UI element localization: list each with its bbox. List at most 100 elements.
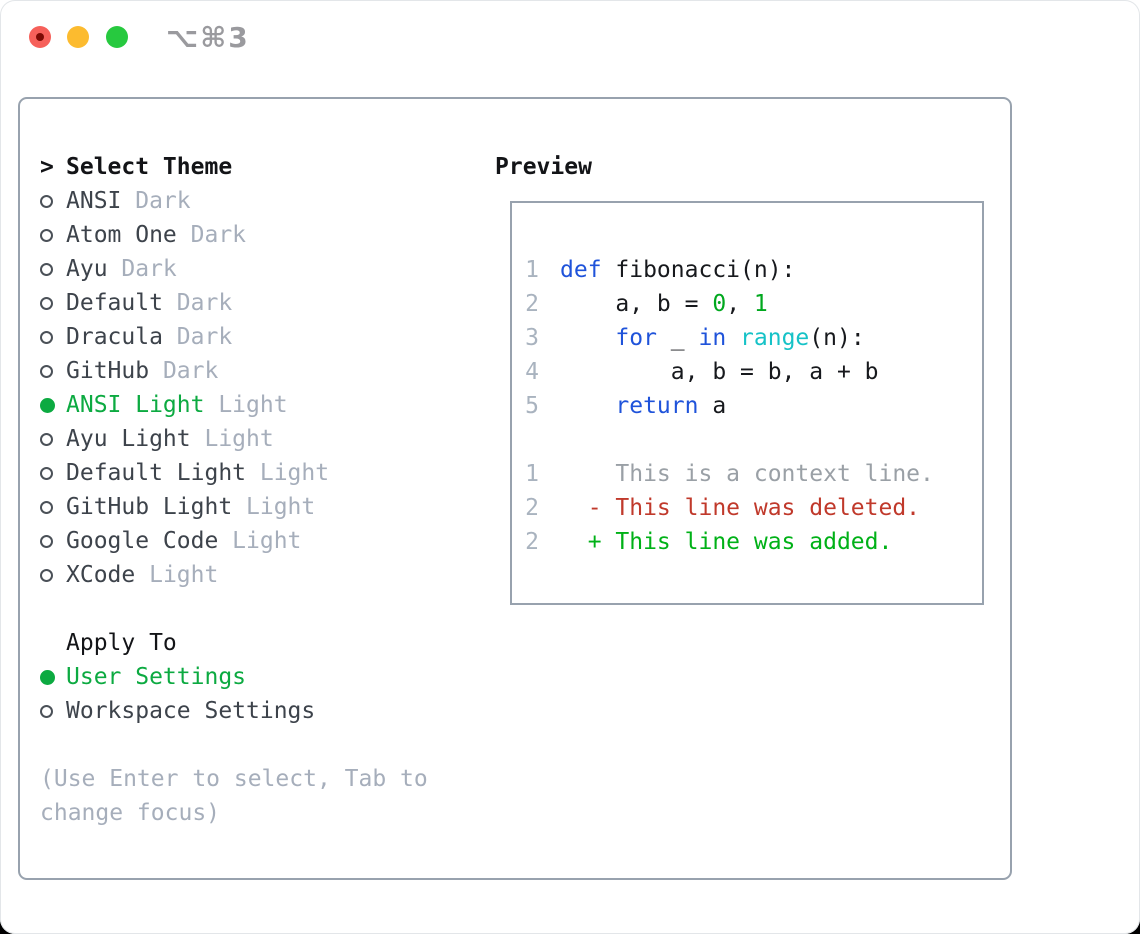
code-token: _ xyxy=(656,325,699,351)
theme-name-label: ANSI Light xyxy=(66,392,205,418)
radio-unselected-icon xyxy=(40,568,53,582)
code-token: def xyxy=(560,257,602,283)
zoom-button[interactable] xyxy=(106,26,128,48)
keyboard-shortcut-label: ⌥⌘3 xyxy=(166,21,250,54)
apply-option-label: User Settings xyxy=(66,664,247,690)
apply-option-label: Workspace Settings xyxy=(66,698,316,724)
theme-option[interactable]: Google Code Light xyxy=(40,524,329,558)
code-token: 0 xyxy=(712,291,727,317)
code-token: a, b = b, a + b xyxy=(560,359,879,385)
theme-option[interactable]: ANSI Light Light xyxy=(40,388,329,422)
radio-unselected-icon xyxy=(40,466,53,480)
apply-to-title: Apply To xyxy=(66,630,177,656)
theme-name-label: GitHub Light xyxy=(66,494,233,520)
apply-option[interactable]: User Settings xyxy=(40,660,315,694)
theme-variant-label: Dark xyxy=(176,324,233,350)
theme-name-label: Google Code xyxy=(66,528,219,554)
theme-option[interactable]: XCode Light xyxy=(40,558,329,592)
theme-name-label: XCode xyxy=(66,562,136,588)
theme-variant-label: Light xyxy=(232,528,302,554)
theme-variant-label: Light xyxy=(218,392,288,418)
line-number: 2 xyxy=(525,529,539,555)
code-line: 2 - This line was deleted. xyxy=(525,491,982,525)
theme-variant-label: Dark xyxy=(176,290,233,316)
theme-variant-label: Light xyxy=(246,494,316,520)
line-number: 3 xyxy=(525,325,539,351)
radio-unselected-icon xyxy=(40,704,53,718)
code-token xyxy=(560,325,615,351)
titlebar: ⌥⌘3 xyxy=(0,0,1140,75)
line-number: 5 xyxy=(525,393,539,419)
theme-name-label: Atom One xyxy=(66,222,177,248)
radio-unselected-icon xyxy=(40,296,53,310)
theme-variant-label: Dark xyxy=(162,358,219,384)
theme-variant-label: Dark xyxy=(121,256,177,282)
theme-variant-label: Light xyxy=(204,426,274,452)
theme-name-label: Default xyxy=(66,290,163,316)
radio-unselected-icon xyxy=(40,500,53,514)
theme-option[interactable]: GitHub Dark xyxy=(40,354,329,388)
radio-unselected-icon xyxy=(40,194,53,208)
preview-title: Preview xyxy=(495,154,592,180)
close-button[interactable] xyxy=(29,26,51,48)
radio-unselected-icon xyxy=(40,534,53,548)
theme-name-label: GitHub xyxy=(66,358,150,384)
code-line: 2 + This line was added. xyxy=(525,525,982,559)
code-line: 4 a, b = b, a + b xyxy=(525,355,982,389)
theme-name-label: Dracula xyxy=(66,324,163,350)
apply-option[interactable]: Workspace Settings xyxy=(40,694,315,728)
theme-option[interactable]: Ayu Light Light xyxy=(40,422,329,456)
code-token: (n): xyxy=(809,325,865,351)
radio-selected-icon xyxy=(40,397,55,413)
theme-option[interactable]: Dracula Dark xyxy=(40,320,329,354)
code-line: 1 def fibonacci(n): xyxy=(525,253,982,287)
line-number: 1 xyxy=(525,257,539,283)
line-number: 2 xyxy=(525,495,539,521)
radio-selected-icon xyxy=(40,669,55,685)
apply-to-header-row: Apply To xyxy=(40,626,315,660)
theme-variant-label: Light xyxy=(259,460,330,486)
code-token: fibonacci(n): xyxy=(601,257,796,283)
code-token: return xyxy=(615,393,699,419)
code-token: a, b = xyxy=(560,291,713,317)
prompt-icon: > xyxy=(40,154,54,180)
line-number: 2 xyxy=(525,291,539,317)
help-text: (Use Enter to select, Tab to change focu… xyxy=(40,766,428,826)
theme-name-label: Ayu xyxy=(66,256,108,282)
line-number: 1 xyxy=(525,461,539,487)
select-theme-title: Select Theme xyxy=(66,154,233,180)
theme-variant-label: Light xyxy=(149,562,219,588)
radio-unselected-icon xyxy=(40,228,53,242)
select-theme-header: > Select Theme xyxy=(40,150,329,184)
theme-option[interactable]: GitHub Light Light xyxy=(40,490,329,524)
radio-unselected-icon xyxy=(40,330,53,344)
theme-option[interactable]: Ayu Dark xyxy=(40,252,329,286)
code-token: a xyxy=(698,393,727,419)
line-number: 4 xyxy=(525,359,539,385)
code-token xyxy=(560,393,615,419)
code-line: 2 a, b = 0, 1 xyxy=(525,287,982,321)
minimize-button[interactable] xyxy=(67,26,89,48)
code-token xyxy=(726,325,740,351)
theme-variant-label: Dark xyxy=(135,188,191,214)
code-line: 3 for _ in range(n): xyxy=(525,321,982,355)
theme-option[interactable]: Default Dark xyxy=(40,286,329,320)
code-line xyxy=(525,423,982,457)
code-token: + This line was added. xyxy=(560,529,893,555)
code-token: in xyxy=(698,325,727,351)
code-line: 5 return a xyxy=(525,389,982,423)
code-line: 1 This is a context line. xyxy=(525,457,982,491)
code-token: This is a context line. xyxy=(560,461,934,487)
theme-name-label: Ayu Light xyxy=(66,426,191,452)
radio-unselected-icon xyxy=(40,432,53,446)
code-token: , xyxy=(726,291,754,317)
code-token: - This line was deleted. xyxy=(560,495,921,521)
radio-unselected-icon xyxy=(40,364,53,378)
